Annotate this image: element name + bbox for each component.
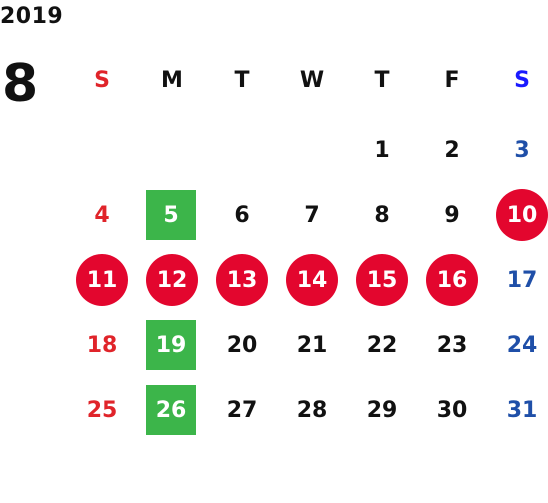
day-cell[interactable]: 22 bbox=[366, 332, 398, 358]
day-cell[interactable]: 8 bbox=[374, 202, 390, 228]
weekday-wed: W bbox=[299, 67, 325, 93]
day-cell[interactable]: 1 bbox=[374, 137, 390, 163]
day-cell[interactable]: 28 bbox=[296, 397, 328, 423]
day-cell[interactable]: 25 bbox=[86, 397, 118, 423]
day-cell[interactable]: 21 bbox=[296, 332, 328, 358]
day-cell[interactable]: 4 bbox=[94, 202, 110, 228]
weekday-thu: T bbox=[374, 67, 390, 93]
day-cell[interactable]: 29 bbox=[366, 397, 398, 423]
day-cell-holiday[interactable]: 11 bbox=[76, 254, 128, 306]
day-cell-holiday[interactable]: 15 bbox=[356, 254, 408, 306]
day-cell-holiday[interactable]: 16 bbox=[426, 254, 478, 306]
weekday-tue: T bbox=[234, 67, 250, 93]
day-cell[interactable]: 23 bbox=[436, 332, 468, 358]
weekday-sun: S bbox=[94, 67, 110, 93]
day-cell-holiday[interactable]: 14 bbox=[286, 254, 338, 306]
day-cell[interactable]: 30 bbox=[436, 397, 468, 423]
weekday-mon: M bbox=[161, 67, 183, 93]
day-cell[interactable]: 20 bbox=[226, 332, 258, 358]
month-label: 8 bbox=[2, 54, 39, 114]
day-cell-holiday[interactable]: 12 bbox=[146, 254, 198, 306]
day-cell[interactable]: 27 bbox=[226, 397, 258, 423]
day-cell-highlighted[interactable]: 26 bbox=[146, 385, 196, 435]
weekday-fri: F bbox=[444, 67, 460, 93]
day-cell[interactable]: 18 bbox=[86, 332, 118, 358]
day-cell[interactable]: 3 bbox=[514, 137, 530, 163]
year-label: 2019 bbox=[0, 4, 64, 29]
day-cell[interactable]: 2 bbox=[444, 137, 460, 163]
day-cell-holiday[interactable]: 10 bbox=[496, 189, 548, 241]
day-cell[interactable]: 7 bbox=[304, 202, 320, 228]
day-cell[interactable]: 31 bbox=[506, 397, 538, 423]
weekday-sat: S bbox=[514, 67, 530, 93]
day-cell[interactable]: 9 bbox=[444, 202, 460, 228]
day-cell-holiday[interactable]: 13 bbox=[216, 254, 268, 306]
day-cell-highlighted[interactable]: 5 bbox=[146, 190, 196, 240]
day-cell[interactable]: 17 bbox=[506, 267, 538, 293]
day-cell-highlighted[interactable]: 19 bbox=[146, 320, 196, 370]
day-cell[interactable]: 24 bbox=[506, 332, 538, 358]
day-cell[interactable]: 6 bbox=[234, 202, 250, 228]
